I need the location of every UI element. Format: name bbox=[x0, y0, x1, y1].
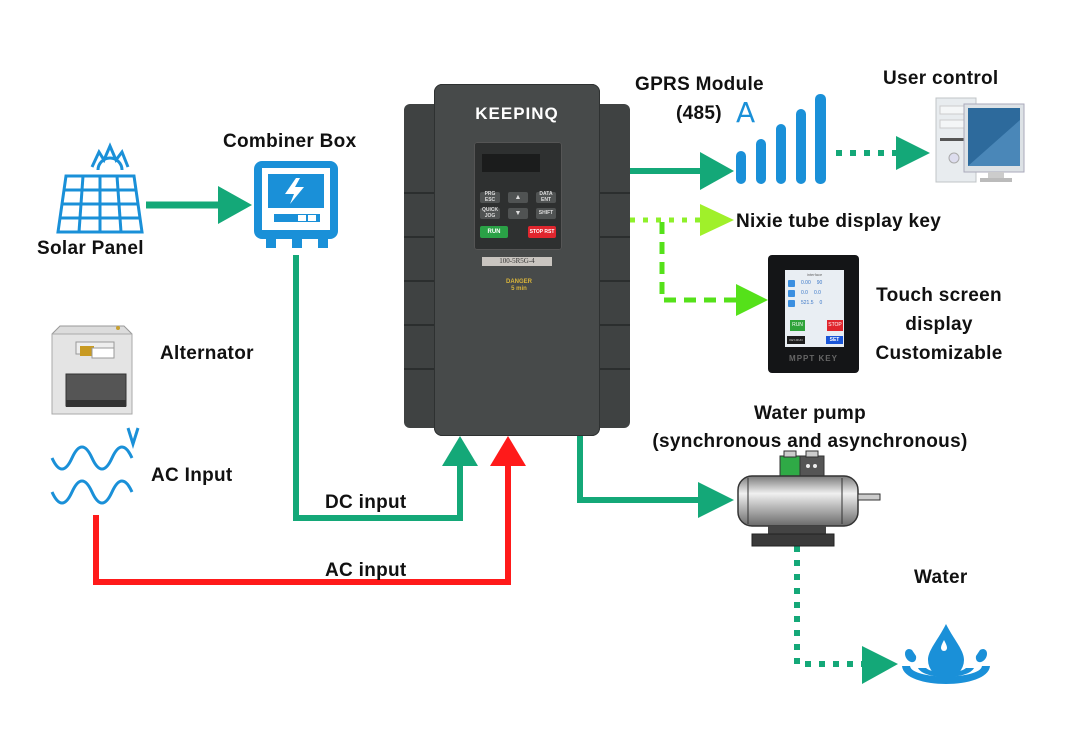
prg-esc-key[interactable]: PRG ESC bbox=[480, 191, 500, 203]
touch-label-line2: display bbox=[905, 314, 973, 335]
solar-panel-icon bbox=[56, 142, 144, 234]
pump-to-water-arrowhead bbox=[862, 646, 898, 684]
inverter-keypad-panel: PRG ESC ▲ DATA ENT QUICK JOG ▼ SHIFT RUN… bbox=[474, 142, 562, 250]
water-drop-icon bbox=[902, 624, 990, 684]
pump-to-water-dotted-line bbox=[794, 546, 866, 667]
row-value: 521.5 bbox=[801, 300, 814, 306]
inverter-model-label: 100-5R5G-4 bbox=[482, 257, 552, 266]
inverter-to-pump-arrowhead bbox=[698, 482, 734, 518]
danger-warning: DANGER 5 min bbox=[474, 279, 564, 293]
up-key[interactable]: ▲ bbox=[508, 192, 528, 203]
ac-source-label: AC Input bbox=[151, 465, 233, 486]
water-pump-label: Water pump bbox=[753, 403, 867, 424]
inverter-device: KEEPINQ PRG ESC ▲ DATA ENT QUICK JOG ▼ S… bbox=[404, 84, 630, 436]
nixie-arrowhead bbox=[700, 204, 734, 236]
ampere-symbol: A bbox=[736, 96, 756, 129]
row-value: 0.0 bbox=[801, 290, 808, 296]
water-label: Water bbox=[914, 567, 968, 588]
inverter-to-pump-line bbox=[577, 436, 706, 503]
quick-jog-key[interactable]: QUICK JOG bbox=[480, 207, 500, 219]
computer-icon bbox=[935, 97, 1025, 183]
shift-key[interactable]: SHIFT bbox=[536, 208, 556, 219]
row-value: 0.0 bbox=[813, 290, 821, 296]
stop-rst-key[interactable]: STOP RST bbox=[528, 226, 556, 238]
gprs-485-label: (485) bbox=[676, 103, 722, 124]
touch-stop-button[interactable]: STOP bbox=[827, 320, 843, 331]
touch-arrowhead bbox=[736, 284, 768, 316]
voltage-icon bbox=[788, 300, 795, 307]
danger-time: 5 min bbox=[511, 286, 527, 292]
signal-bars-icon bbox=[736, 94, 826, 184]
row-value: 90 bbox=[816, 280, 823, 286]
solar-panel-label: Solar Panel bbox=[37, 238, 144, 259]
gprs-module-label: GPRS Module bbox=[635, 74, 764, 95]
touch-dashed-line bbox=[659, 222, 740, 303]
row-value: 0 bbox=[819, 300, 823, 306]
solar-to-combiner-arrowhead bbox=[218, 186, 252, 224]
inverter-front-cover: KEEPINQ PRG ESC ▲ DATA ENT QUICK JOG ▼ S… bbox=[434, 84, 600, 436]
combiner-box-icon bbox=[254, 161, 338, 248]
inverter-brand-logo: KEEPINQ bbox=[475, 104, 559, 123]
touch-label-line1: Touch screen bbox=[876, 285, 1002, 306]
ac-input-line bbox=[93, 460, 511, 585]
alternator-icon bbox=[51, 325, 133, 415]
run-key[interactable]: RUN bbox=[480, 226, 508, 238]
screen-row: 0.00 90 bbox=[788, 280, 844, 287]
motor-pump-icon bbox=[737, 450, 881, 547]
danger-text: DANGER bbox=[505, 279, 532, 285]
dc-input-arrowhead bbox=[442, 436, 478, 466]
screen-title: interface bbox=[806, 272, 823, 277]
user-control-label: User control bbox=[883, 68, 999, 89]
touch-label-line3: Customizable bbox=[875, 343, 1003, 364]
hz-icon bbox=[788, 280, 795, 287]
touch-run-button[interactable]: RUN bbox=[790, 320, 805, 331]
inverter-led-display bbox=[482, 154, 540, 172]
inverter-to-gprs-arrowhead bbox=[700, 152, 734, 190]
gprs-to-user-arrowhead bbox=[896, 136, 930, 170]
dc-input-line bbox=[293, 255, 463, 521]
ac-input-label: AC input bbox=[325, 560, 407, 581]
touch-key-run-button[interactable]: KEY-RUN bbox=[787, 336, 805, 344]
data-ent-key[interactable]: DATA ENT bbox=[536, 191, 556, 203]
ampere-icon bbox=[788, 290, 795, 297]
ac-input-arrowhead bbox=[490, 436, 526, 466]
dc-input-label: DC input bbox=[325, 492, 407, 513]
down-key[interactable]: ▼ bbox=[508, 208, 528, 219]
combiner-box-label: Combiner Box bbox=[223, 131, 357, 152]
ac-wave-icon bbox=[50, 427, 140, 505]
row-value: 0.00 bbox=[801, 280, 811, 286]
nixie-label: Nixie tube display key bbox=[736, 211, 942, 232]
water-pump-type-label: (synchronous and asynchronous) bbox=[652, 431, 968, 452]
touch-set-button[interactable]: SET bbox=[826, 336, 843, 344]
alternator-label: Alternator bbox=[160, 343, 254, 364]
screen-row: 0.0 0.0 bbox=[788, 290, 844, 297]
touch-brand-label: MPPT KEY bbox=[789, 354, 838, 363]
